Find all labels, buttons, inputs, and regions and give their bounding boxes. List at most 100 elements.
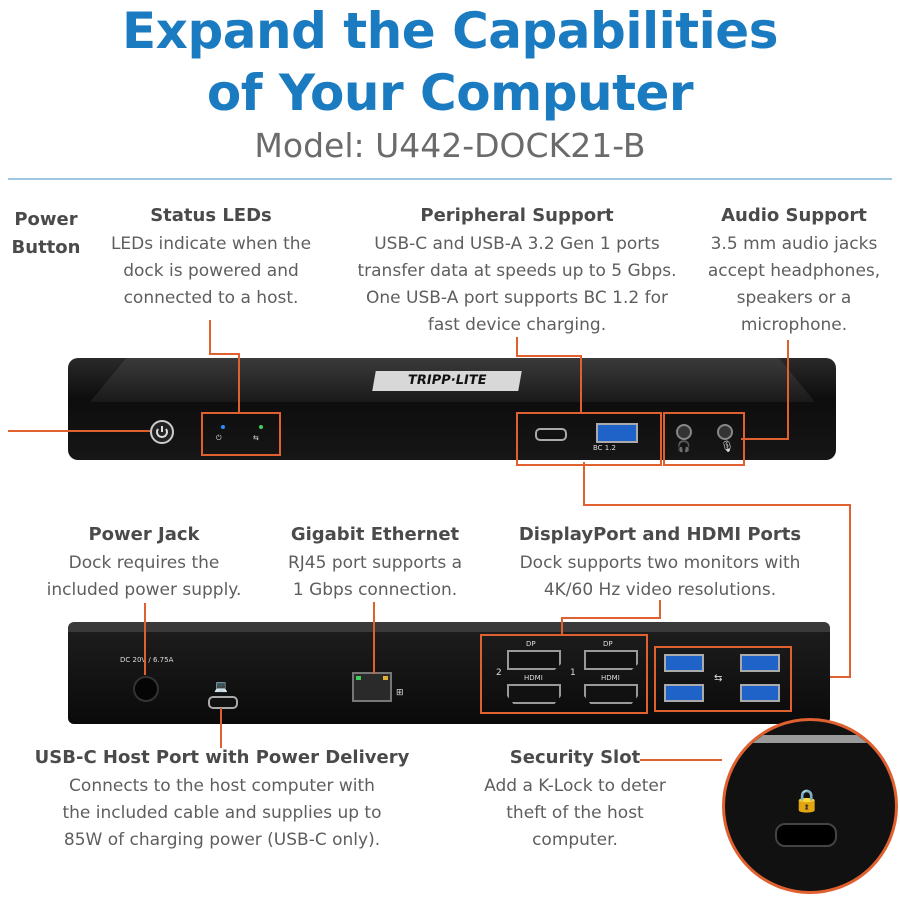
- status-leds-highlight: [201, 412, 281, 456]
- peripheral-callout-line: [516, 337, 518, 357]
- hdmi-port-2: [507, 684, 561, 704]
- monitor-1-label: 1: [570, 668, 576, 678]
- power-jack-callout-line: [144, 603, 146, 675]
- power-jack-line: Dock requires the: [68, 553, 220, 573]
- audio-support-heading: Audio Support: [721, 205, 867, 226]
- audio-line: 3.5 mm audio jacks: [710, 234, 878, 254]
- microphone-icon: 🎙: [720, 440, 734, 453]
- power-button[interactable]: [150, 420, 174, 444]
- usb-connector-line: [583, 462, 585, 506]
- hdmi-port-1: [584, 684, 638, 704]
- usb-c-host-callout: USB-C Host Port with Power Delivery Conn…: [24, 747, 420, 854]
- ethernet-heading: Gigabit Ethernet: [290, 524, 460, 545]
- status-callout-line: [238, 353, 240, 413]
- usb-a-port: [664, 684, 704, 702]
- status-leds-callout: Status LEDs LEDs indicate when the dock …: [96, 205, 326, 312]
- usb-c-host-line: Connects to the host computer with: [69, 776, 375, 796]
- peripheral-line: One USB-A port supports BC 1.2 for: [366, 288, 668, 308]
- power-button-heading: Power Button: [11, 209, 81, 258]
- usb-c-port: [535, 428, 567, 441]
- status-leds-line: LEDs indicate when the: [110, 234, 312, 254]
- headphone-jack: [676, 424, 692, 440]
- power-callout-line: [8, 430, 150, 432]
- usb-c-host-callout-line: [220, 708, 222, 748]
- dp-label: DP: [526, 640, 536, 648]
- usb-c-host-line: the included cable and supplies up to: [62, 803, 382, 823]
- peripheral-callout-line: [516, 355, 582, 357]
- audio-line: speakers or a: [736, 288, 852, 308]
- security-slot: [775, 823, 837, 847]
- display-ports-line: 4K/60 Hz video resolutions.: [543, 580, 777, 600]
- audio-callout-line: [787, 340, 789, 440]
- audio-line: microphone.: [740, 315, 848, 335]
- laptop-icon: 💻: [214, 680, 228, 693]
- status-leds-line: dock is powered and: [123, 261, 299, 281]
- displayport-2: [507, 650, 561, 670]
- title-line-1: Expand the Capabilities: [122, 2, 778, 60]
- lock-icon: 🔒: [793, 789, 821, 814]
- dock-back-view: [68, 624, 830, 724]
- host-led: [259, 425, 263, 429]
- ethernet-callout-line: [373, 602, 375, 674]
- displayport-1: [584, 650, 638, 670]
- security-callout-line: [640, 759, 722, 761]
- usb-a-charging-port: [596, 423, 638, 443]
- peripheral-line: transfer data at speeds up to 5 Gbps.: [357, 261, 677, 281]
- peripheral-line: fast device charging.: [427, 315, 607, 335]
- usb-c-host-port: [208, 696, 238, 709]
- dp-label: DP: [603, 640, 613, 648]
- security-slot-line: computer.: [532, 830, 618, 850]
- display-ports-line: Dock supports two monitors with: [519, 553, 801, 573]
- microphone-jack: [717, 424, 733, 440]
- display-callout-line: [561, 617, 661, 619]
- hdmi-label: HDMI: [601, 674, 620, 682]
- display-callout-line: [561, 618, 563, 634]
- power-jack: [133, 676, 159, 702]
- security-slot-line: theft of the host: [506, 803, 644, 823]
- status-leds-heading: Status LEDs: [150, 205, 272, 226]
- ethernet-callout: Gigabit Ethernet RJ45 port supports a 1 …: [272, 524, 478, 604]
- bc-label: BC 1.2: [593, 444, 616, 452]
- usb-connector-line: [583, 504, 851, 506]
- monitor-2-label: 2: [496, 668, 502, 678]
- power-jack-line: included power supply.: [46, 580, 242, 600]
- peripheral-support-heading: Peripheral Support: [420, 205, 614, 226]
- security-slot-zoom: 🔒: [722, 718, 898, 894]
- ethernet-port: [352, 672, 392, 702]
- status-callout-line: [209, 320, 211, 354]
- usb-connector-line: [849, 504, 851, 678]
- ethernet-line: 1 Gbps connection.: [292, 580, 458, 600]
- audio-callout-line: [741, 438, 789, 440]
- security-slot-callout: Security Slot Add a K-Lock to deter thef…: [462, 747, 688, 854]
- audio-support-callout: Audio Support 3.5 mm audio jacks accept …: [694, 205, 894, 339]
- power-icon: [156, 426, 168, 438]
- power-jack-heading: Power Jack: [88, 524, 200, 545]
- usb-icon: ⇆: [714, 673, 723, 684]
- usb-a-port: [740, 684, 780, 702]
- security-slot-line: Add a K-Lock to deter: [484, 776, 666, 796]
- usb-a-port: [740, 654, 780, 672]
- audio-jacks-highlight: [663, 412, 745, 466]
- title-line-2: of Your Computer: [206, 64, 694, 122]
- dc-label: DC 20V / 6.75A: [120, 656, 174, 664]
- power-led-icon: ⏻: [216, 434, 222, 442]
- dock-edge: [725, 735, 895, 743]
- peripheral-support-callout: Peripheral Support USB-C and USB-A 3.2 G…: [336, 205, 698, 339]
- peripheral-ports-highlight: [516, 412, 662, 466]
- tripp-lite-logo: TRIPP·LITE: [372, 371, 522, 391]
- security-slot-heading: Security Slot: [509, 747, 641, 768]
- usb-a-port: [664, 654, 704, 672]
- usb-c-host-heading: USB-C Host Port with Power Delivery: [34, 747, 410, 768]
- dock-back-top-edge: [68, 622, 830, 632]
- usb-a-ports-highlight: [654, 646, 792, 712]
- peripheral-line: USB-C and USB-A 3.2 Gen 1 ports: [374, 234, 660, 254]
- ethernet-line: RJ45 port supports a: [287, 553, 463, 573]
- model-number: Model: U442-DOCK21-B: [254, 126, 646, 165]
- display-ports-heading: DisplayPort and HDMI Ports: [518, 524, 802, 545]
- usb-led-icon: ⇆: [253, 434, 259, 442]
- status-leds-line: connected to a host.: [123, 288, 299, 308]
- divider: [8, 178, 892, 180]
- hdmi-label: HDMI: [524, 674, 543, 682]
- display-ports-callout: DisplayPort and HDMI Ports Dock supports…: [492, 524, 828, 604]
- network-icon: ⊞: [396, 688, 404, 698]
